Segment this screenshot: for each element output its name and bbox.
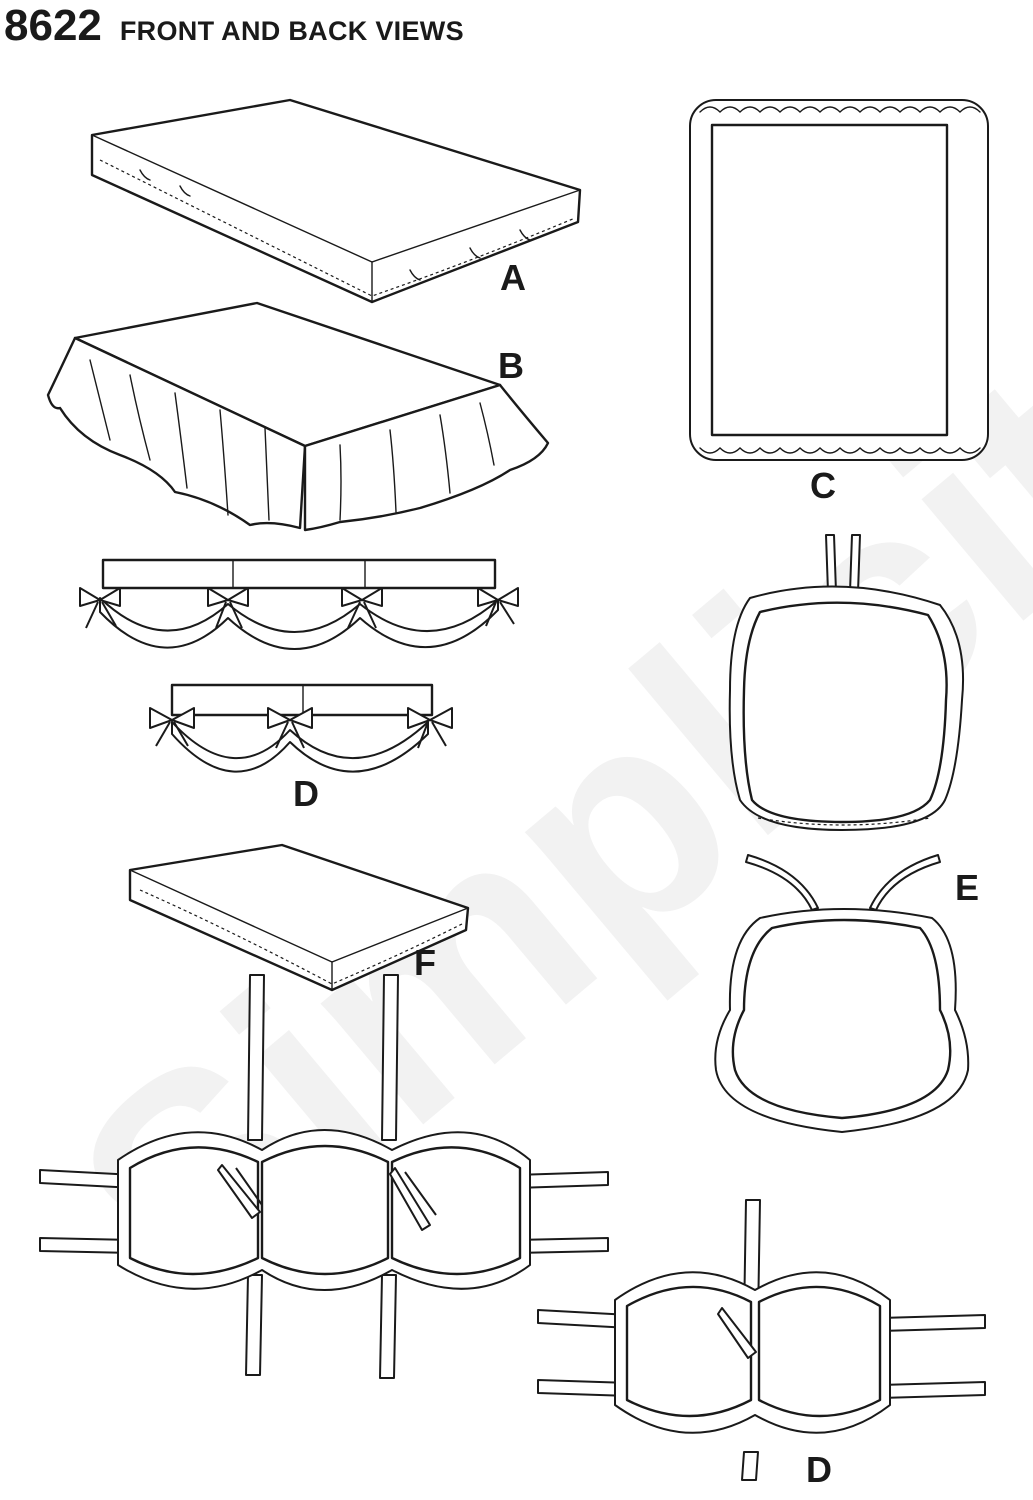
label-b: B — [498, 345, 524, 386]
view-c-blanket: C — [689, 99, 989, 506]
view-e-chair-pad-front — [728, 534, 965, 831]
view-b-bed-skirt: B — [46, 301, 550, 532]
page-title: FRONT AND BACK VIEWS — [119, 16, 464, 46]
view-e-chair-pad-back: E — [714, 854, 979, 1133]
view-f-pad-cover: F — [128, 843, 470, 992]
header: 8622 FRONT AND BACK VIEWS — [4, 0, 464, 52]
view-d-valance-small: D — [149, 683, 453, 814]
label-a: A — [500, 257, 526, 298]
label-e: E — [955, 867, 979, 908]
bow-icon — [407, 707, 453, 749]
view-d-valance-large — [79, 558, 519, 650]
label-f: F — [414, 942, 436, 983]
pattern-number: 8622 — [4, 1, 102, 50]
label-d-valance: D — [293, 773, 319, 814]
label-c: C — [810, 465, 836, 506]
view-a-fitted-sheet: A — [90, 98, 582, 304]
label-d-bumper: D — [806, 1449, 832, 1490]
view-d-bumper-two-panel: D — [537, 1199, 986, 1490]
bow-icon — [477, 587, 519, 627]
view-d-bumper-three-panel — [39, 974, 609, 1379]
bow-icon — [79, 587, 121, 629]
bow-icon — [149, 707, 195, 747]
bow-icon — [207, 587, 249, 629]
bow-icon — [267, 707, 313, 749]
bow-icon — [341, 587, 383, 629]
